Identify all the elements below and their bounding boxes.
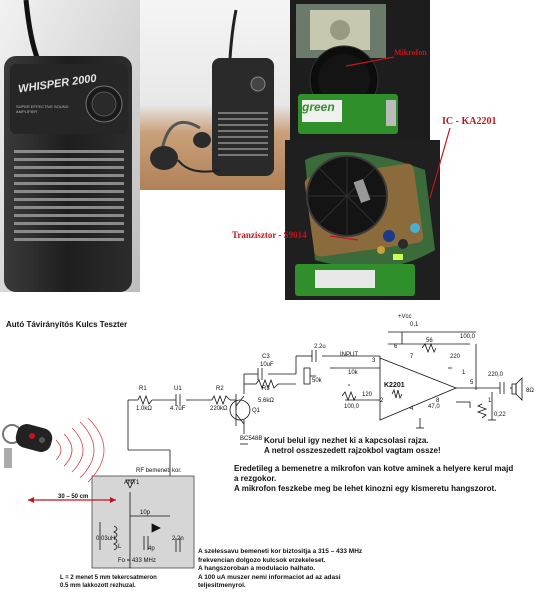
- r3-value: 5.6kΩ: [258, 398, 274, 404]
- u1-value: 4.7uF: [170, 406, 186, 412]
- radio-waves: [55, 417, 105, 483]
- r1-label: R1: [139, 386, 147, 392]
- schematic-diagram: [28, 331, 523, 569]
- r56-value: 56: [426, 338, 433, 344]
- r10k-value: 10k: [348, 370, 358, 376]
- rf-label: RF bemeneti kor.: [136, 468, 182, 474]
- ic-pointer: [429, 127, 451, 199]
- photo-open-top: green: [290, 0, 430, 140]
- c022-value: 0,22: [494, 412, 506, 418]
- photo-device-large: WHISPER 2000 SUPER EFFECTIVE SOUND AMPLI…: [0, 0, 140, 292]
- amplifier-ic: [379, 357, 458, 421]
- ground-symbols: [240, 419, 496, 445]
- pin7-label: 7: [410, 354, 414, 360]
- coil-note: L = 2 menet 5 mm tekercsatmeron 0.5 mm l…: [60, 575, 157, 589]
- photo-pcb: [285, 140, 440, 300]
- pot-value: 50k: [312, 378, 322, 384]
- c220-value: 220: [450, 354, 461, 360]
- r120-value: 120: [362, 392, 373, 398]
- rf-l-label: L: [118, 544, 122, 550]
- potentiometer-50k: [303, 367, 316, 385]
- distance-arrow: [28, 497, 116, 503]
- car-key-remote: [2, 423, 53, 468]
- u1-label: U1: [174, 386, 182, 392]
- pin2-label: 2: [380, 398, 384, 404]
- pin1-label: 1: [462, 370, 466, 376]
- c100a-value: 100,0: [460, 334, 476, 340]
- rf-ant-label: ANT1: [124, 480, 140, 486]
- rf-c10p: 10p: [140, 510, 151, 516]
- c3-value: 10uF: [260, 362, 274, 368]
- photo-label-lines: [329, 56, 451, 241]
- pin5-label: 5: [470, 380, 474, 386]
- q1-label: Q1: [252, 408, 261, 414]
- microphone-pointer: [345, 56, 395, 67]
- c01-value: 0,1: [410, 322, 419, 328]
- schematic-resistors: [137, 342, 488, 419]
- note-input-replacement: Eredetileg a bemenetre a mikrofon van ko…: [234, 464, 514, 493]
- speaker-icon: [511, 377, 523, 401]
- label-microphone: Mikrofon: [394, 48, 427, 57]
- device-small-text: SUPER EFFECTIVE SOUND AMPLIFIER: [16, 104, 69, 114]
- r2-label: R2: [216, 386, 224, 392]
- pin8-label: 8: [436, 398, 440, 404]
- distance-label: 30 – 50 cm: [58, 494, 89, 500]
- transistor-pointer: [329, 235, 359, 241]
- r3-label: R3: [262, 386, 270, 392]
- label-transistor: Tranzisztor - S9014: [232, 230, 307, 240]
- pin6-label: 6: [394, 344, 398, 350]
- c-input-value: 2.2u: [314, 344, 326, 350]
- battery-brand-text-top: green: [302, 100, 335, 114]
- rf-c22n: 2.2n: [172, 536, 184, 542]
- note-schematic-origin: Korul belul igy nezhet ki a kapcsolasi r…: [264, 436, 441, 455]
- photo-device-headphones: [140, 0, 290, 190]
- note-rf-description: A szelessavu bemeneti kor biztositja a 3…: [198, 548, 363, 590]
- r1b-value: 1: [488, 398, 492, 404]
- r1-value: 1.0kΩ: [136, 406, 152, 412]
- speaker-value: 8Ω: [526, 388, 534, 394]
- q1-type: BC548B: [240, 436, 263, 442]
- schematic-wires: [127, 331, 512, 530]
- vcc-label: +Vcc: [398, 314, 412, 320]
- device-headphones-illustration: [140, 0, 290, 190]
- pin4-label: 4: [410, 406, 414, 412]
- rf-fo: Fo = 433 MHz: [118, 558, 156, 564]
- open-top-illustration: [290, 0, 430, 140]
- c220out-value: 220,0: [488, 372, 504, 378]
- rf-l-value: 0.03uH: [96, 536, 116, 542]
- c100b-value: 100,0: [344, 404, 360, 410]
- schematic-capacitors: [175, 350, 505, 406]
- rf-c4p: 4p: [148, 546, 155, 552]
- c470-value: 47,0: [428, 404, 440, 410]
- schematic-title: Autó Távirányítós Kulcs Teszter: [6, 320, 128, 329]
- transistor-q1: [229, 394, 251, 426]
- label-ic: IC - KA2201: [442, 116, 497, 127]
- device-large-illustration: [0, 0, 140, 292]
- r2-value: 220kΩ: [210, 406, 228, 412]
- pin3-label: 3: [372, 358, 376, 364]
- input-label: INPUT: [340, 352, 358, 358]
- ic-label: K2201: [384, 382, 405, 389]
- rf-module-box: [91, 475, 195, 569]
- c3-label: C3: [262, 354, 270, 360]
- schematic-labels: R1 1.0kΩ U1 4.7uF R2 220kΩ Q1 BC548B R3 …: [0, 300, 550, 600]
- pcb-illustration: [285, 140, 440, 300]
